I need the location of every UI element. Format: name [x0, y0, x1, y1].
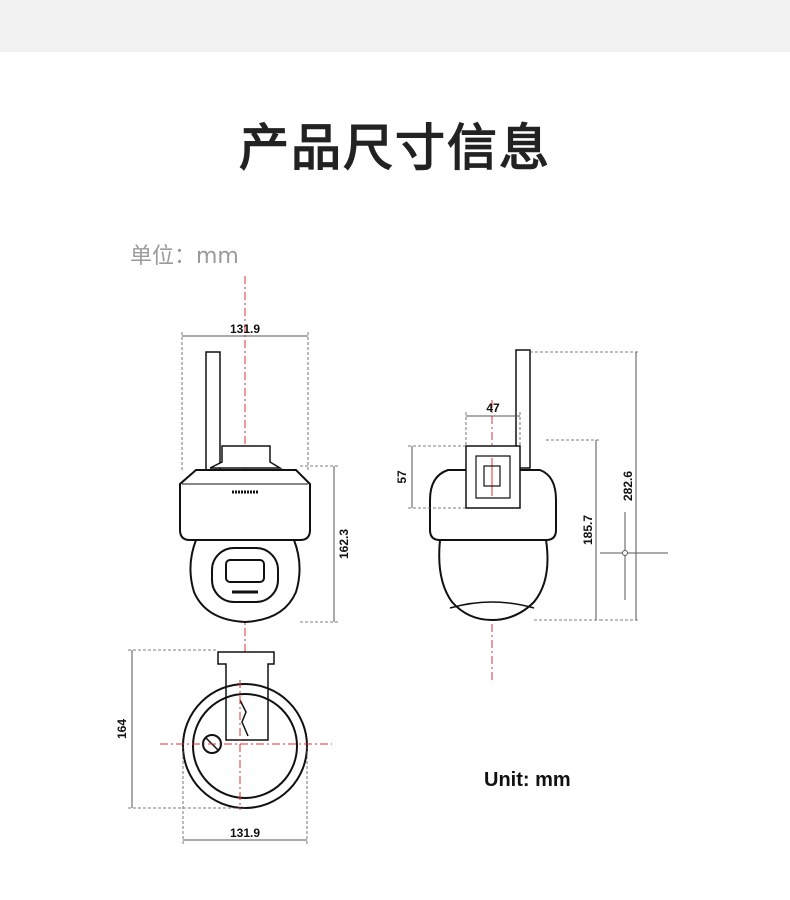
- front-view: 131.9 162.3: [179, 276, 351, 680]
- side-dome: [438, 539, 549, 622]
- side-body-height-label: 185.7: [581, 515, 595, 545]
- front-height-label: 162.3: [337, 529, 351, 559]
- bottom-mount: [217, 651, 275, 741]
- front-housing: [179, 469, 311, 541]
- side-bracket-width-label: 47: [486, 401, 500, 415]
- side-view: 47 57 185.7 282.6: [395, 349, 668, 680]
- bottom-width-label: 131.9: [230, 826, 260, 840]
- unit-note: 单位：mm: [130, 244, 239, 269]
- bottom-depth-label: 164: [115, 719, 129, 739]
- bottom-inner-ring: [192, 693, 298, 799]
- side-total-height-label: 282.6: [621, 471, 635, 501]
- side-bracket: [465, 445, 521, 509]
- front-mount: [209, 445, 283, 469]
- front-antenna: [205, 351, 221, 471]
- front-width-label: 131.9: [230, 322, 260, 336]
- top-bar: [0, 0, 790, 52]
- page-title: 产品尺寸信息: [239, 119, 551, 177]
- bottom-view: 164 131.9: [115, 649, 332, 844]
- front-lens: [225, 559, 265, 583]
- unit-caption: Unit: mm: [484, 769, 571, 791]
- side-antenna: [515, 349, 531, 469]
- side-bracket-height-label: 57: [395, 470, 409, 484]
